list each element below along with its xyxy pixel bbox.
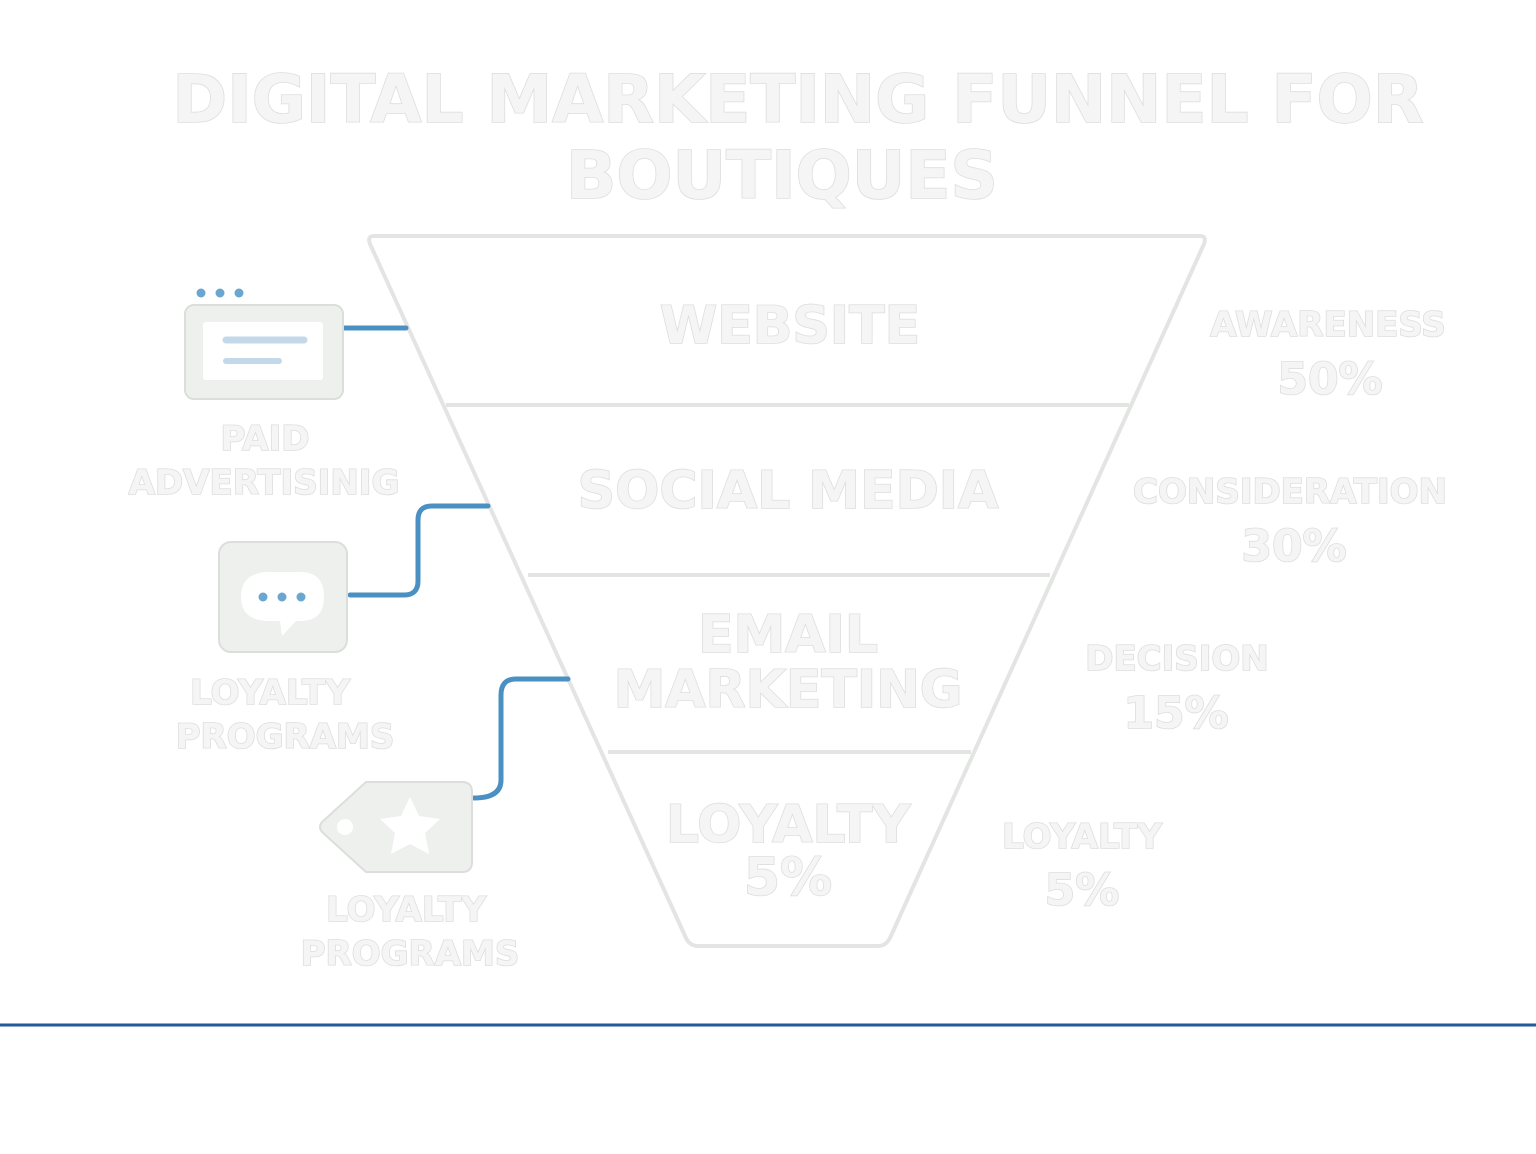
channel-paid-advertising-label-line-1: PAID: [221, 419, 310, 459]
metric-decision-value: 15%: [1123, 688, 1228, 739]
metric-awareness-label: AWARENESS: [1210, 305, 1446, 345]
metric-awareness-value: 50%: [1277, 354, 1382, 405]
channel-loyalty-programs-chat-label-line-2: PROGRAMS: [176, 717, 395, 757]
stage-loyalty-label-line-1: LOYALTY: [666, 795, 912, 855]
channel-loyalty-programs-tag-label-line-2: PROGRAMS: [301, 934, 520, 974]
connector-loyalty-programs-2: [471, 676, 571, 801]
metric-consideration-value: 30%: [1241, 521, 1346, 572]
star-tag-icon: [319, 781, 473, 873]
stage-email-label-line-2: MARKETING: [614, 660, 963, 720]
stage-website-label: WEBSITE: [660, 296, 920, 356]
diagram-title: DIGITAL MARKETING FUNNEL FOR BOUTIQUES: [172, 60, 1425, 215]
metric-decision-label: DECISION: [1085, 639, 1269, 679]
channel-loyalty-programs-tag-label-line-1: LOYALTY: [326, 890, 486, 930]
stage-loyalty-label-line-2: 5%: [744, 848, 832, 908]
metric-loyalty-value: 5%: [1045, 865, 1120, 916]
metric-loyalty-label: LOYALTY: [1002, 817, 1162, 857]
title-line-1: DIGITAL MARKETING FUNNEL FOR: [172, 61, 1423, 138]
metric-consideration-label: CONSIDERATION: [1133, 472, 1447, 512]
stage-social-media-label: SOCIAL MEDIA: [578, 461, 999, 521]
funnel: WEBSITE SOCIAL MEDIA EMAIL MARKETING LOY…: [367, 234, 1207, 948]
funnel-outline: [367, 234, 1207, 948]
stage-email-label-line-1: EMAIL: [698, 605, 878, 665]
channel-connectors: [341, 325, 571, 801]
channel-paid-advertising-label-line-2: ADVERTISINIG: [129, 463, 400, 503]
channel-paid-advertising: PAID ADVERTISINIG: [128, 288, 400, 504]
channel-loyalty-programs-tag: LOYALTY PROGRAMS: [300, 781, 520, 975]
connector-loyalty-programs-1: [347, 503, 491, 598]
title-line-2: BOUTIQUES: [566, 137, 998, 214]
channel-loyalty-programs-chat-label-line-1: LOYALTY: [190, 673, 350, 713]
channel-loyalty-programs-chat: LOYALTY PROGRAMS: [175, 541, 395, 758]
browser-ad-icon: [184, 288, 344, 400]
stage-metrics: AWARENESS 50% CONSIDERATION 30% DECISION…: [1001, 304, 1447, 917]
chat-bubble-icon: [218, 541, 348, 653]
